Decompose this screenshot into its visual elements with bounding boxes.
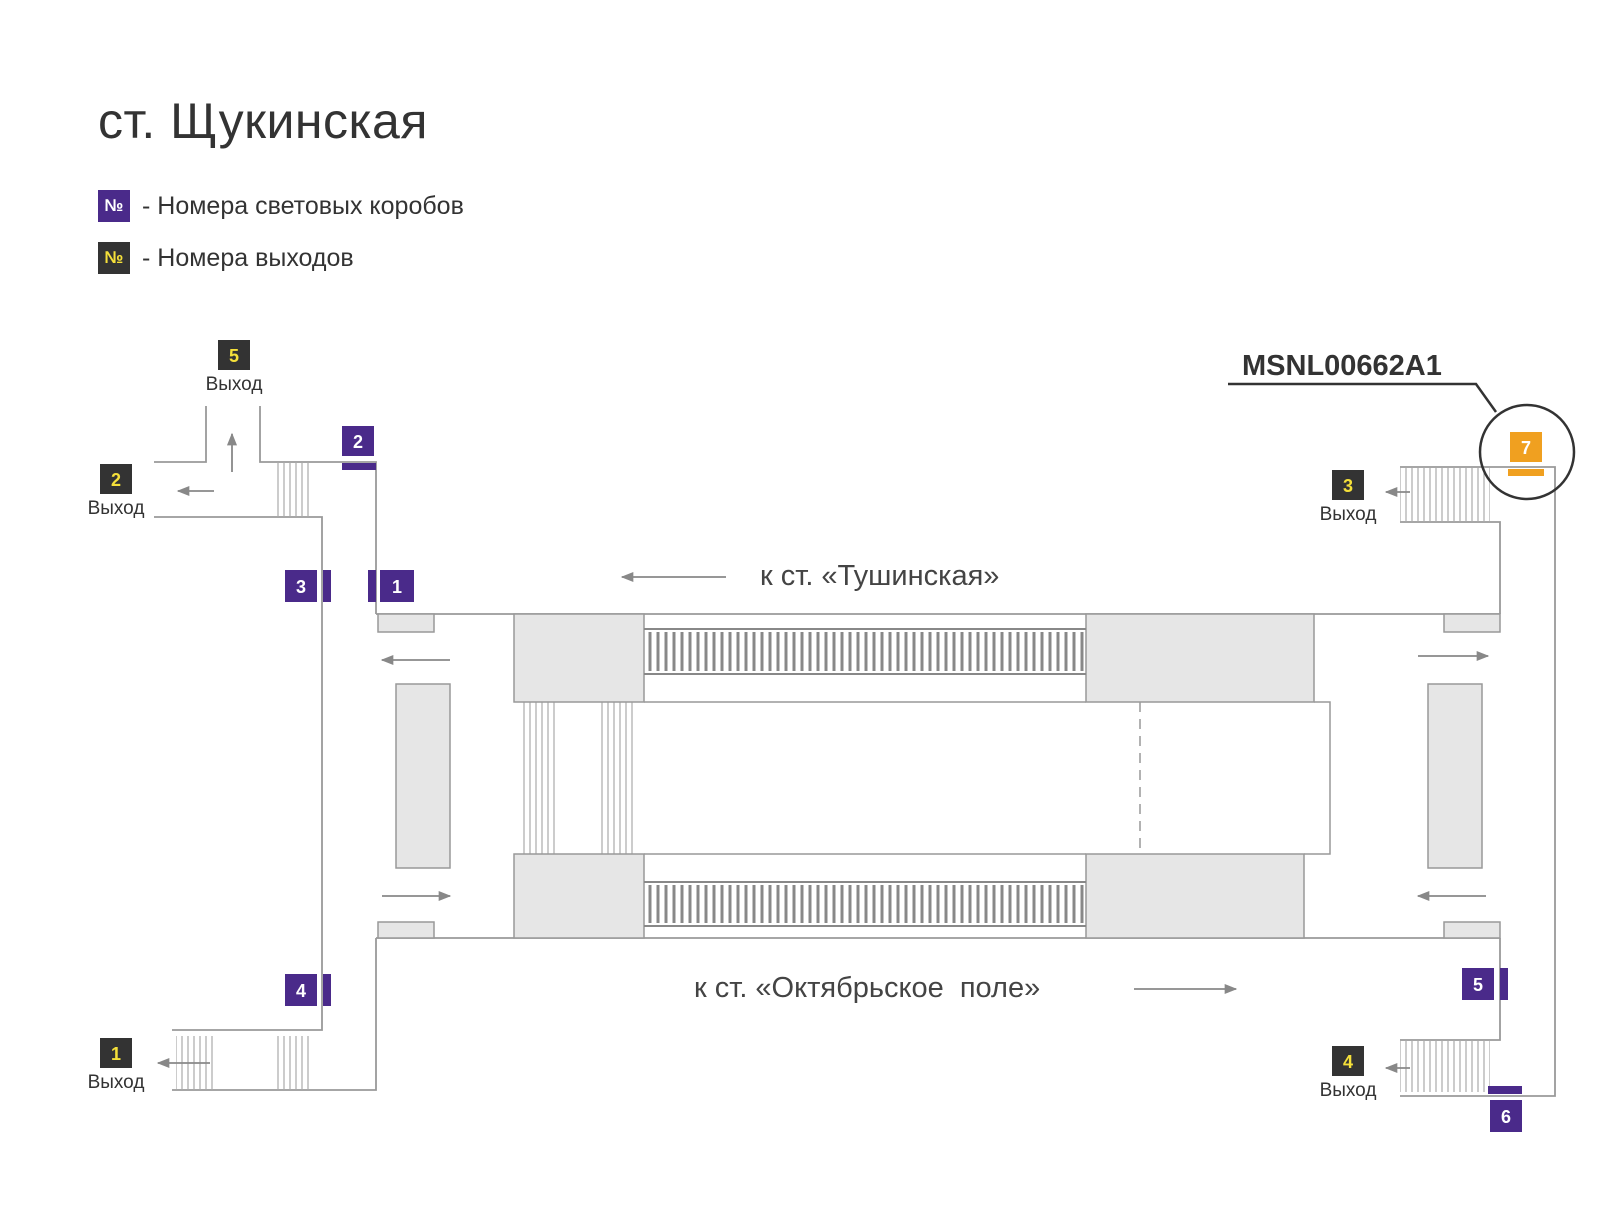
lightbox-number: 1 xyxy=(392,577,402,597)
lightbox-5: 5 xyxy=(1462,968,1508,1000)
highlight-code: MSNL00662A1 xyxy=(1242,350,1442,382)
exit-label: Выход xyxy=(1320,504,1377,525)
track-bottom xyxy=(644,881,1086,927)
track-top xyxy=(644,628,1086,675)
stairs-bottom-left-2 xyxy=(274,1036,310,1090)
exit-label: Выход xyxy=(88,498,145,519)
stairs-center-2 xyxy=(598,702,634,854)
legend-exit-label: - Номера выходов xyxy=(142,243,354,272)
lightbox-2: 2 xyxy=(342,426,376,470)
highlight-callout: MSNL00662A1 7 xyxy=(1228,350,1576,501)
lightbox-number: 2 xyxy=(353,432,363,452)
lightbox-6: 6 xyxy=(1488,1086,1522,1132)
exit-4: 4 Выход xyxy=(1320,1046,1377,1101)
direction-top-label: к ст. «Тушинская» xyxy=(760,560,999,592)
legend-lightbox-label: - Номера световых коробов xyxy=(142,191,464,220)
exit-label: Выход xyxy=(1320,1080,1377,1101)
direction-bottom-label: к ст. «Октябрьское поле» xyxy=(694,972,1040,1004)
legend-exit: № - Номера выходов xyxy=(98,242,354,274)
lightbox-number: 4 xyxy=(296,981,306,1001)
lightbox-number: 3 xyxy=(296,577,306,597)
station-title: ст. Щукинская xyxy=(98,93,428,149)
lightbox-4: 4 xyxy=(285,974,331,1006)
exit-number: 1 xyxy=(111,1044,121,1064)
exit-number: 2 xyxy=(111,470,121,490)
stairs-top-right xyxy=(1400,468,1490,522)
lightbox-3: 3 xyxy=(285,570,331,602)
exit-label: Выход xyxy=(88,1072,145,1093)
lightbox-number-highlight: 7 xyxy=(1521,438,1531,458)
lightbox-number: 6 xyxy=(1501,1107,1511,1127)
platform-outline xyxy=(644,701,1331,855)
lightbox-1: 1 xyxy=(368,570,414,602)
exit-3: 3 Выход xyxy=(1320,470,1377,525)
stairs-center-1 xyxy=(522,702,558,854)
legend-exit-swatch: № xyxy=(98,242,130,274)
stairs-bottom-right xyxy=(1400,1040,1490,1092)
legend-lightbox-swatch: № xyxy=(98,190,130,222)
exit-number: 5 xyxy=(229,346,239,366)
exit-number: 4 xyxy=(1343,1052,1353,1072)
exit-2: 2 Выход xyxy=(88,464,145,519)
flow-arrows xyxy=(156,432,1490,1074)
exit-5: 5 Выход xyxy=(206,340,263,395)
exit-1: 1 Выход xyxy=(88,1038,145,1093)
exit-label: Выход xyxy=(206,374,263,395)
stairs-top-left xyxy=(274,462,310,517)
lightbox-number: 5 xyxy=(1473,975,1483,995)
exit-number: 3 xyxy=(1343,476,1353,496)
legend-lightbox: № - Номера световых коробов xyxy=(98,190,464,222)
